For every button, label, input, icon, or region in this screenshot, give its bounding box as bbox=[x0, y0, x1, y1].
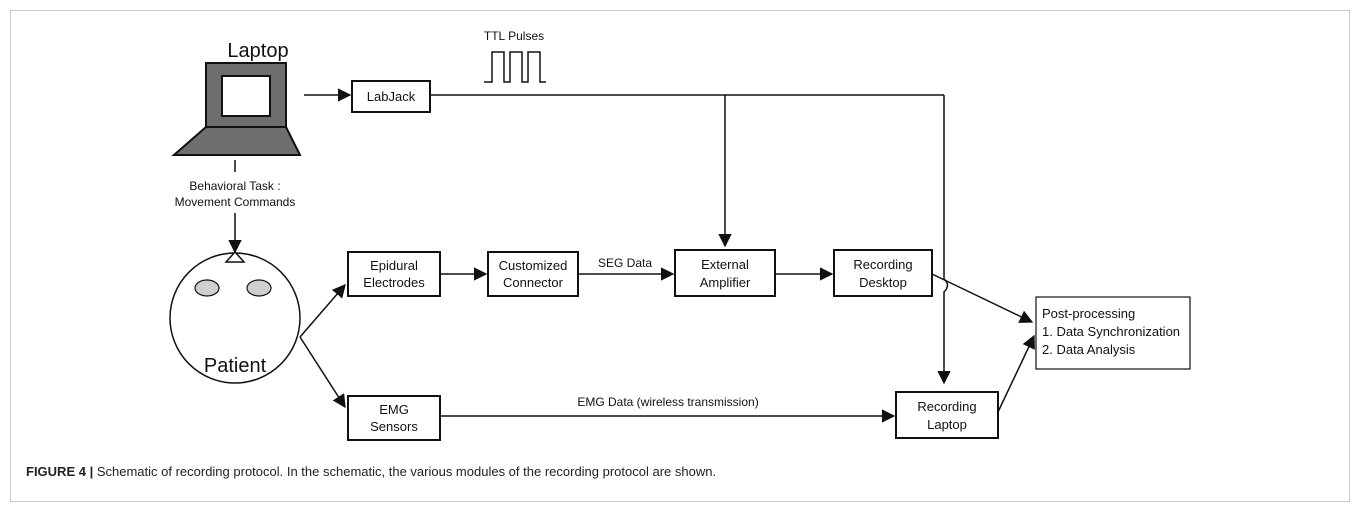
post-processing-box bbox=[1035, 296, 1191, 370]
post-line2: 1. Data Synchronization bbox=[1042, 324, 1180, 339]
laptop-title: Laptop bbox=[227, 40, 288, 62]
desktop-line1: Recording bbox=[853, 257, 912, 272]
arrow-recording-laptop-post bbox=[997, 334, 1035, 413]
patient-label: Patient bbox=[204, 355, 267, 377]
labjack-label: LabJack bbox=[367, 89, 416, 104]
arrow-patient-emg bbox=[299, 336, 346, 409]
ttl-label: TTL Pulses bbox=[484, 29, 544, 43]
recording-laptop-box bbox=[895, 391, 999, 439]
desktop-box bbox=[833, 249, 933, 297]
patient-head bbox=[169, 250, 301, 384]
labjack-box bbox=[351, 80, 431, 113]
arrow-patient-epidural bbox=[299, 283, 346, 338]
post-line1: Post-processing bbox=[1042, 306, 1135, 321]
epidural-line2: Electrodes bbox=[363, 275, 425, 290]
laptop-icon bbox=[171, 62, 302, 156]
rec-laptop-line1: Recording bbox=[917, 399, 976, 414]
emg-sensors-line2: Sensors bbox=[370, 419, 418, 434]
seg-label: SEG Data bbox=[598, 256, 652, 270]
emg-data-label: EMG Data (wireless transmission) bbox=[577, 395, 758, 409]
amplifier-box bbox=[674, 249, 776, 297]
rec-laptop-line2: Laptop bbox=[927, 417, 967, 432]
connector-line1: Customized bbox=[499, 258, 568, 273]
post-line3: 2. Data Analysis bbox=[1042, 342, 1136, 357]
connector-line2: Connector bbox=[503, 275, 564, 290]
amplifier-line1: External bbox=[701, 257, 749, 272]
emg-sensors-line1: EMG bbox=[379, 402, 409, 417]
caption-lead: FIGURE 4 | bbox=[26, 464, 94, 479]
amplifier-line2: Amplifier bbox=[700, 275, 751, 290]
arrow-desktop-post bbox=[931, 273, 1034, 323]
ttl-pulse-waveform bbox=[484, 51, 546, 83]
behavioral-line1: Behavioral Task : bbox=[189, 179, 280, 193]
emg-sensors-box bbox=[347, 395, 441, 441]
figure-caption: FIGURE 4 | Schematic of recording protoc… bbox=[26, 464, 1336, 479]
behavioral-line2: Movement Commands bbox=[175, 195, 296, 209]
desktop-line2: Desktop bbox=[859, 275, 907, 290]
caption-text: Schematic of recording protocol. In the … bbox=[93, 464, 717, 479]
epidural-line1: Epidural bbox=[370, 258, 418, 273]
arrow-ttl-recording-laptop bbox=[937, 95, 951, 385]
